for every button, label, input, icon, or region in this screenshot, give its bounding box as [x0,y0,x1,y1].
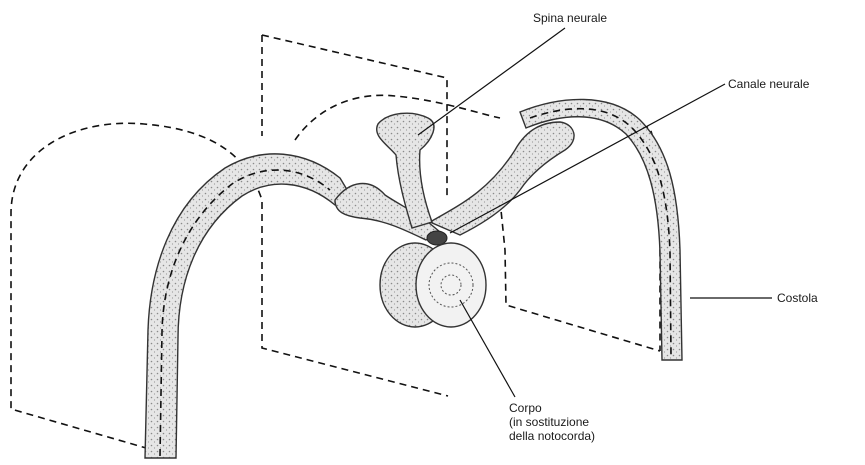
label-corpo-line-1: Corpo [509,401,595,415]
label-canale-neurale: Canale neurale [728,77,809,91]
rib-left [145,154,352,458]
vertebral-body [380,243,486,327]
label-corpo: Corpo (in sostituzione della notocorda) [509,401,595,443]
label-corpo-line-3: della notocorda) [509,429,595,443]
leader-corpo [460,300,515,397]
label-corpo-line-2: (in sostituzione [509,415,595,429]
label-spina-neurale: Spina neurale [533,11,607,25]
label-costola: Costola [777,291,818,305]
neural-canal [427,231,447,245]
